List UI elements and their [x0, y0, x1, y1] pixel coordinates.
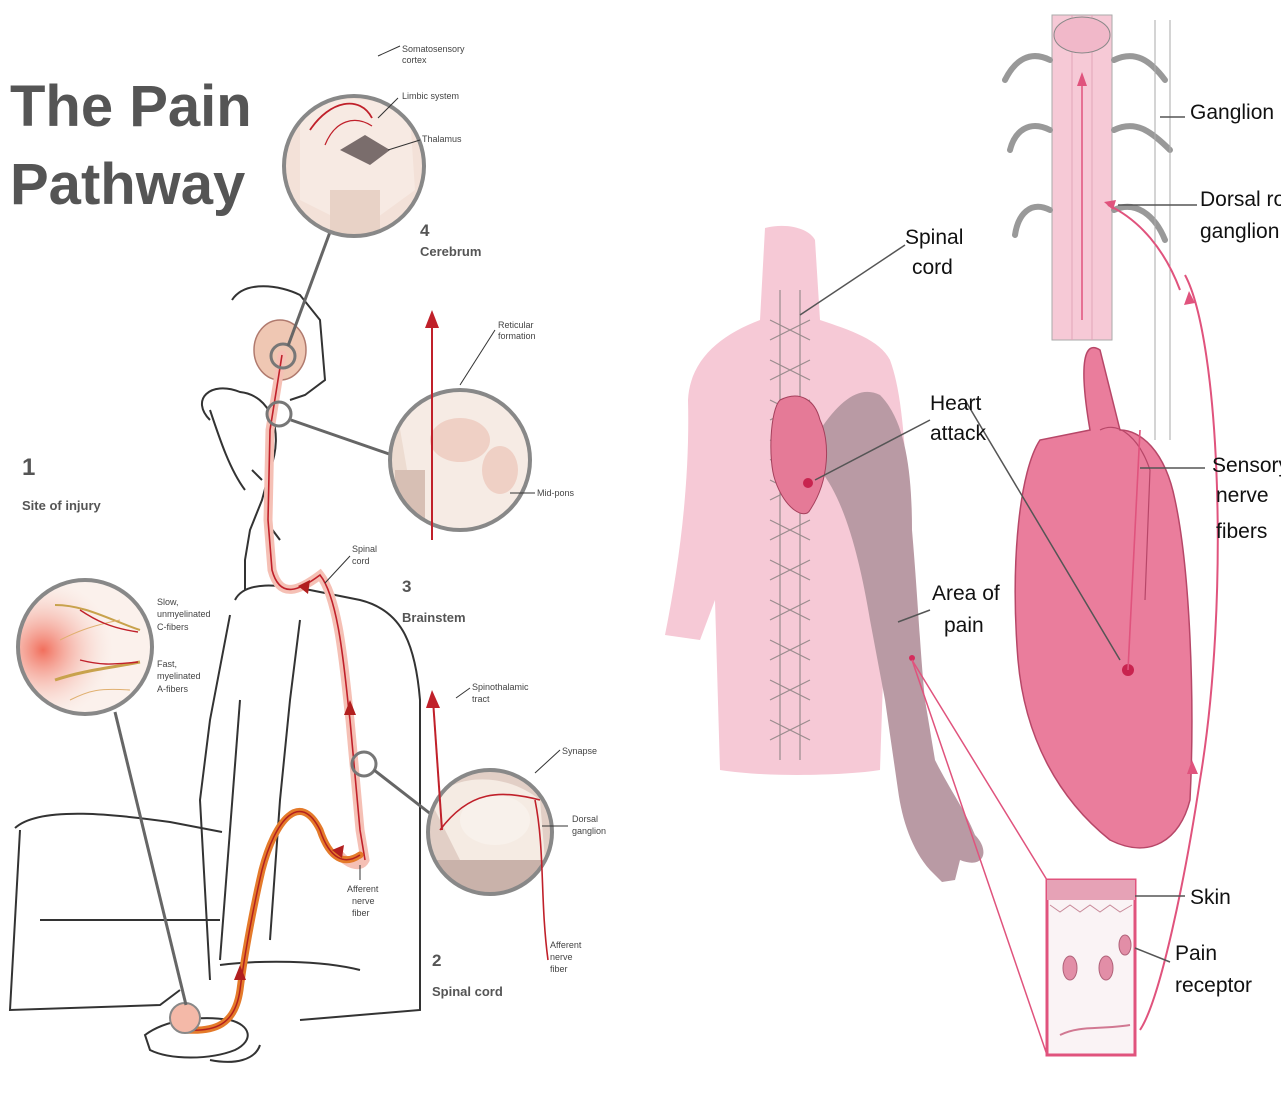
step4-name: Cerebrum: [420, 244, 481, 259]
label-dorsal: Dorsal: [572, 814, 598, 824]
label-spinothalamic: Spinothalamic: [472, 682, 529, 692]
brainstem-inset: 3 Brainstem Reticular formation Mid-pons: [390, 310, 575, 625]
label-fibers: fibers: [1216, 520, 1267, 543]
label-myelinated: myelinated: [157, 671, 201, 681]
label-dorsal-root-ganglion: ganglion: [1200, 220, 1279, 243]
label-reticular: Reticular: [498, 320, 534, 330]
label-pain: pain: [944, 614, 984, 637]
label-ganglion-right: Ganglion: [1190, 101, 1274, 124]
heart-attack-spot: [803, 478, 813, 488]
step2-name: Spinal cord: [432, 984, 503, 999]
cerebrum-inset: 4 Cerebrum Somatosensory cortex Limbic s…: [284, 44, 481, 259]
spinal-cord-route: [268, 355, 365, 865]
label-heart: Heart: [930, 392, 982, 415]
label-pain-receptor-1: Pain: [1175, 942, 1217, 965]
label-unmyelinated: unmyelinated: [157, 609, 211, 619]
injury-inset: 1 Site of injury Slow, unmyelinated C-fi…: [15, 454, 211, 720]
step1-num: 1: [22, 454, 35, 481]
label-nerve: nerve: [352, 896, 375, 906]
big-heart: [1015, 348, 1192, 848]
label-c-fibers: C-fibers: [157, 622, 189, 632]
spinal-cord-inset: 2 Spinal cord Spinothalamic tract Synaps…: [426, 682, 606, 999]
step4-num: 4: [420, 221, 430, 240]
label-pain-receptor-2: receptor: [1175, 974, 1252, 997]
label-area-of: Area of: [932, 582, 1000, 605]
label-formation: formation: [498, 331, 536, 341]
label-afferent: Afferent: [347, 884, 379, 894]
label-somatosensory: Somatosensory: [402, 44, 465, 54]
label-cord: cord: [352, 556, 370, 566]
label-fast: Fast,: [157, 659, 177, 669]
pain-pathway-panel: The Pain Pathway: [10, 44, 606, 1062]
label-fiber2: fiber: [550, 964, 568, 974]
step1-name: Site of injury: [22, 498, 102, 513]
injury-site-marker: [170, 1003, 200, 1033]
label-a-fibers: A-fibers: [157, 684, 189, 694]
label-attack: attack: [930, 422, 987, 445]
label-cortex: cortex: [402, 55, 427, 65]
title-line2: Pathway: [10, 152, 245, 217]
label-spinal-right: Spinal: [905, 226, 963, 249]
label-ganglion: ganglion: [572, 826, 606, 836]
label-limbic-system: Limbic system: [402, 91, 459, 101]
label-fiber: fiber: [352, 908, 370, 918]
label-nerve-right: nerve: [1216, 484, 1269, 507]
label-thalamus: Thalamus: [422, 134, 462, 144]
label-mid-pons: Mid-pons: [537, 488, 575, 498]
label-cord-right: cord: [912, 256, 953, 279]
spinal-label-line: [325, 556, 350, 583]
label-nerve2: nerve: [550, 952, 573, 962]
label-afferent2: Afferent: [550, 940, 582, 950]
label-slow: Slow,: [157, 597, 179, 607]
label-dorsal-root: Dorsal root: [1200, 188, 1281, 211]
step3-name: Brainstem: [402, 610, 466, 625]
label-sensory: Sensory: [1212, 454, 1281, 477]
skin-inset: [1047, 880, 1135, 1055]
title-line1: The Pain: [10, 74, 252, 139]
label-synapse: Synapse: [562, 746, 597, 756]
label-skin: Skin: [1190, 886, 1231, 909]
step2-num: 2: [432, 951, 441, 970]
label-spinal: Spinal: [352, 544, 377, 554]
step3-num: 3: [402, 577, 411, 596]
label-tract: tract: [472, 694, 490, 704]
referred-pain-panel: Ganglion Dorsal root ganglion Spinal cor…: [665, 15, 1281, 1055]
